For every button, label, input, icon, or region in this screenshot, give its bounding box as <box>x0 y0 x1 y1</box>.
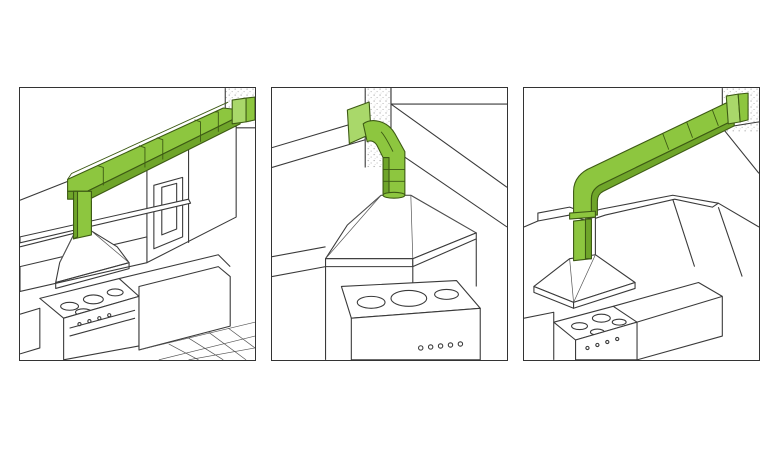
rectangular-duct <box>67 96 255 240</box>
round-duct <box>569 92 749 262</box>
panel-1-drawing <box>20 88 255 360</box>
oven-front <box>350 307 481 360</box>
panel-3 <box>523 87 760 361</box>
panel-3-drawing <box>524 88 759 360</box>
panel-2 <box>271 87 508 361</box>
shelf <box>20 198 192 244</box>
cabinet-door <box>153 176 184 250</box>
panel-1 <box>19 87 256 361</box>
panel-2-drawing <box>272 88 507 360</box>
ceiling-soffit <box>537 194 719 222</box>
lower-cabinet <box>138 266 231 351</box>
lower-cabinet <box>636 295 723 360</box>
round-duct <box>346 101 406 199</box>
